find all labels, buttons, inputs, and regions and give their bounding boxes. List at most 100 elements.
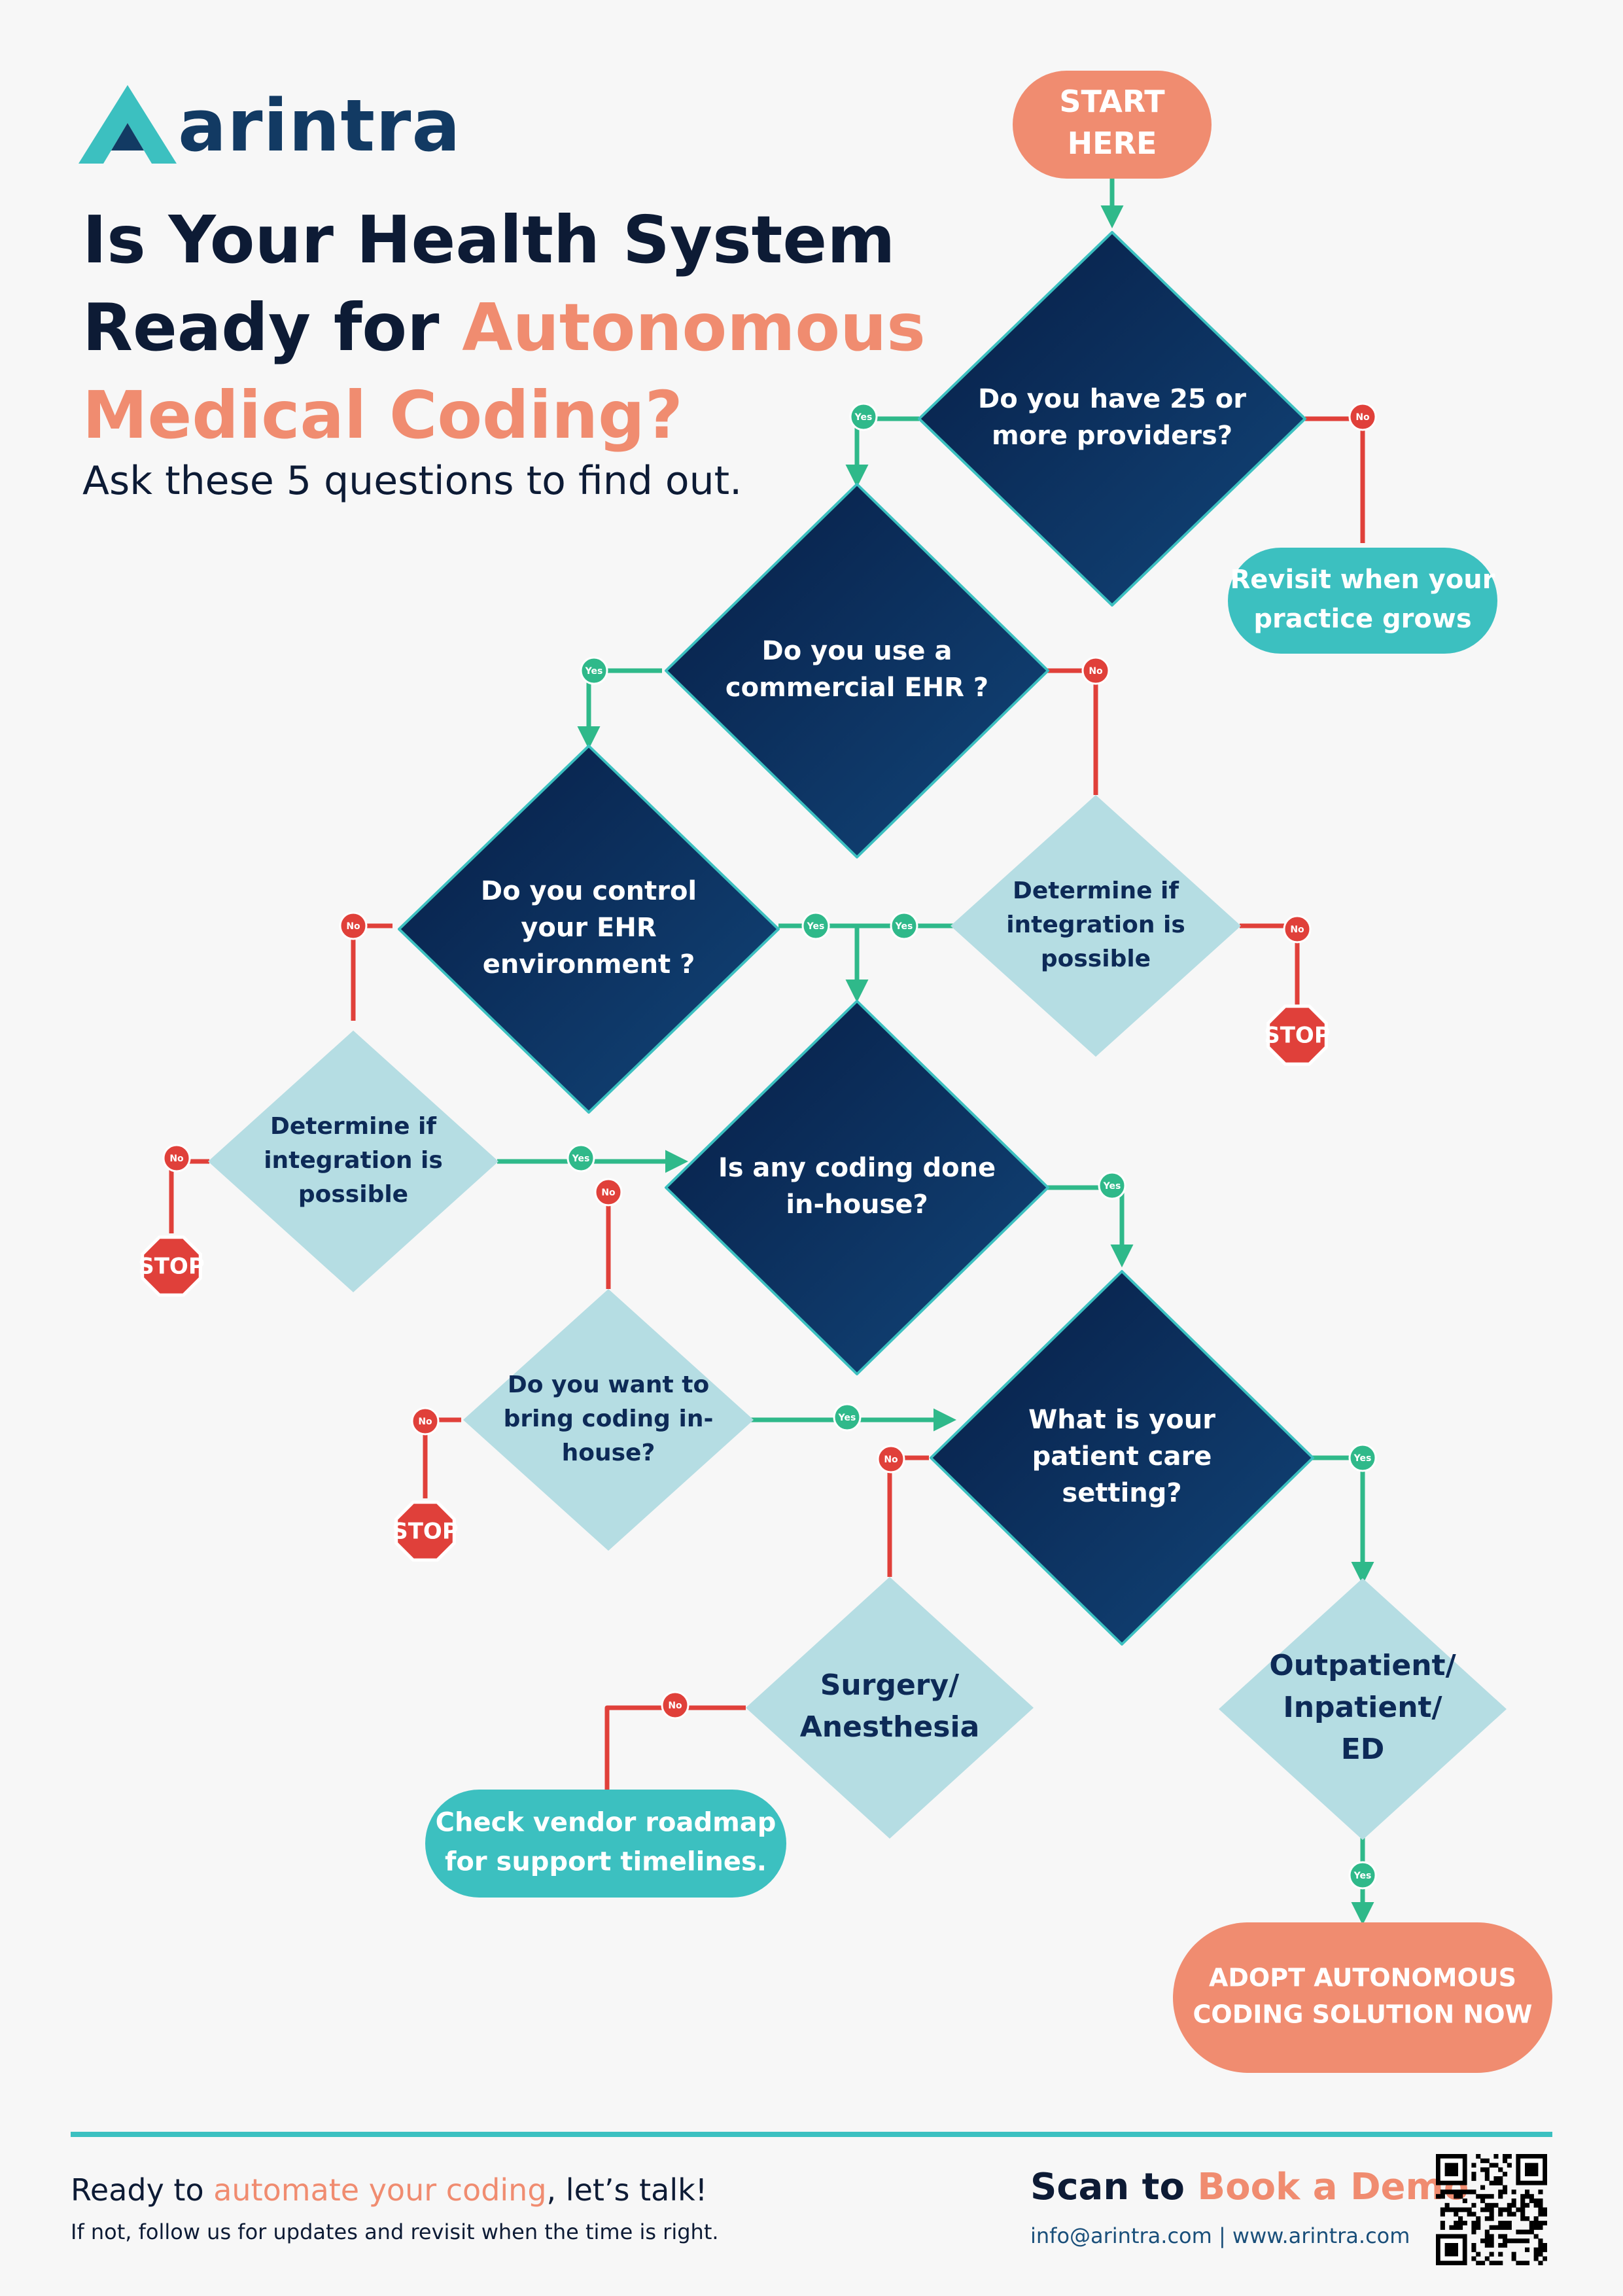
node-text-line: Do you have 25 or bbox=[978, 384, 1246, 414]
badge-circle bbox=[849, 402, 878, 431]
node-text-line: Determine if bbox=[270, 1113, 436, 1140]
surgery-anesthesia-node-shape bbox=[746, 1577, 1034, 1839]
badge-circle bbox=[801, 911, 830, 940]
badge-circle bbox=[1348, 1443, 1377, 1472]
question-coding-inhouse-shape bbox=[665, 1000, 1049, 1375]
node-text-line: START bbox=[1059, 84, 1165, 119]
badge-label: Yes bbox=[1353, 1871, 1372, 1881]
badge-label: Yes bbox=[585, 666, 603, 677]
stop-label: STOP bbox=[1264, 1023, 1331, 1049]
badge-circle bbox=[877, 1445, 905, 1474]
node-text-line: Determine if bbox=[1013, 877, 1179, 904]
node-text-line: Revisit when your bbox=[1230, 565, 1495, 595]
node-text-line: integration is bbox=[264, 1147, 443, 1174]
badge-label: No bbox=[346, 921, 360, 932]
stop-octagon bbox=[1266, 1004, 1328, 1066]
stop-sign-icon: STOP bbox=[392, 1500, 459, 1562]
determine-integration-right-shape bbox=[951, 795, 1241, 1057]
no-connector bbox=[351, 923, 393, 1021]
node-text-line: Anesthesia bbox=[800, 1710, 980, 1744]
no-badge: No bbox=[162, 1144, 191, 1173]
badge-label: No bbox=[668, 1701, 682, 1711]
node-text-line: more providers? bbox=[992, 421, 1232, 451]
badge-label: No bbox=[884, 1455, 898, 1465]
no-badge: No bbox=[661, 1691, 689, 1720]
node-text-line: house? bbox=[562, 1439, 655, 1466]
badge-label: No bbox=[1290, 925, 1304, 935]
arintra-logo-icon bbox=[79, 85, 177, 164]
node-text-line: commercial EHR ? bbox=[725, 673, 988, 703]
yes-badge: Yes bbox=[580, 656, 608, 685]
footer-demo-prefix: Scan to bbox=[1030, 2166, 1198, 2208]
badge-circle bbox=[411, 1407, 440, 1436]
question-care-setting: What is your patient care setting? bbox=[930, 1270, 1314, 1646]
revisit-node-shape bbox=[1228, 548, 1497, 654]
badge-circle bbox=[1348, 402, 1377, 431]
node-text-line: Do you use a bbox=[762, 636, 952, 666]
node-text-line: Do you control bbox=[481, 876, 697, 906]
footer-demo: Scan to Book a Demo bbox=[1030, 2166, 1469, 2208]
no-connector bbox=[887, 1455, 929, 1577]
no-badge: No bbox=[877, 1445, 905, 1474]
headline-prefix: Ready for bbox=[82, 289, 462, 366]
badge-label: No bbox=[601, 1188, 616, 1198]
badge-circle bbox=[594, 1178, 623, 1207]
footer-contact[interactable]: info@arintra.com | www.arintra.com bbox=[1030, 2223, 1410, 2248]
surgery-anesthesia-node: Surgery/Anesthesia bbox=[746, 1577, 1034, 1839]
badge-circle bbox=[339, 911, 368, 940]
determine-integration-right: Determine if integration is possible bbox=[951, 795, 1241, 1057]
node-text-line: bring coding in- bbox=[504, 1405, 714, 1432]
node-text-line: ADOPT AUTONOMOUS bbox=[1209, 1964, 1516, 1992]
no-badge: No bbox=[1348, 402, 1377, 431]
node-text-line: Surgery/ bbox=[820, 1669, 960, 1702]
vendor-roadmap-node: Check vendor roadmap for support timeline… bbox=[425, 1790, 786, 1898]
no-connector bbox=[1047, 668, 1098, 795]
yes-badge: Yes bbox=[890, 911, 918, 940]
yes-badge: Yes bbox=[1098, 1171, 1126, 1200]
no-badge: No bbox=[411, 1407, 440, 1436]
no-badge: No bbox=[339, 911, 368, 940]
question-control-ehr-shape bbox=[398, 745, 780, 1114]
question-bring-inhouse: Do you want to bring coding in-house? bbox=[463, 1289, 754, 1551]
node-text-line: patient care bbox=[1032, 1441, 1212, 1472]
outpatient-inpatient-node: Outpatient/Inpatient/ED bbox=[1219, 1578, 1507, 1840]
node-text-line: integration is bbox=[1006, 911, 1185, 938]
qr-code-icon[interactable] bbox=[1436, 2154, 1547, 2265]
determine-integration-left-shape bbox=[208, 1031, 498, 1292]
yes-badge: Yes bbox=[801, 911, 830, 940]
yes-badge: Yes bbox=[1348, 1443, 1377, 1472]
node-text-line: What is your bbox=[1028, 1405, 1215, 1435]
footer-note: If not, follow us for updates and revisi… bbox=[71, 2219, 719, 2244]
node-text-line: Is any coding done bbox=[718, 1153, 996, 1183]
badge-label: Yes bbox=[838, 1413, 856, 1423]
subtitle: Ask these 5 questions to find out. bbox=[82, 458, 742, 504]
node-text-line: setting? bbox=[1062, 1478, 1181, 1508]
node-text-line: possible bbox=[1041, 945, 1151, 972]
badge-circle bbox=[890, 911, 918, 940]
badge-circle bbox=[1283, 915, 1312, 944]
stop-label: STOP bbox=[138, 1254, 205, 1280]
node-text-line: environment ? bbox=[483, 949, 695, 980]
headline-line-3: Medical Coding? bbox=[82, 377, 683, 453]
no-badge: No bbox=[594, 1178, 623, 1207]
badge-circle bbox=[580, 656, 608, 685]
badge-label: No bbox=[1355, 412, 1370, 423]
brand-name: arintra bbox=[178, 84, 461, 168]
node-text-line: possible bbox=[298, 1181, 408, 1208]
question-commercial-ehr: Do you use a commercial EHR ? bbox=[665, 483, 1049, 858]
headline-line-2: Ready for Autonomous bbox=[82, 289, 926, 366]
badge-label: Yes bbox=[807, 921, 825, 932]
node-text-line: Check vendor roadmap bbox=[436, 1808, 777, 1838]
badge-label: Yes bbox=[572, 1154, 590, 1164]
node-text-line: Outpatient/ bbox=[1269, 1649, 1456, 1682]
footer-demo-accent: Book a Demo bbox=[1197, 2166, 1469, 2208]
yes-badge: Yes bbox=[1348, 1861, 1377, 1890]
badge-circle bbox=[1081, 656, 1110, 685]
node-text-line: for support timelines. bbox=[445, 1847, 767, 1877]
no-connector bbox=[169, 1159, 209, 1233]
node-text-line: Do you want to bbox=[508, 1371, 709, 1398]
